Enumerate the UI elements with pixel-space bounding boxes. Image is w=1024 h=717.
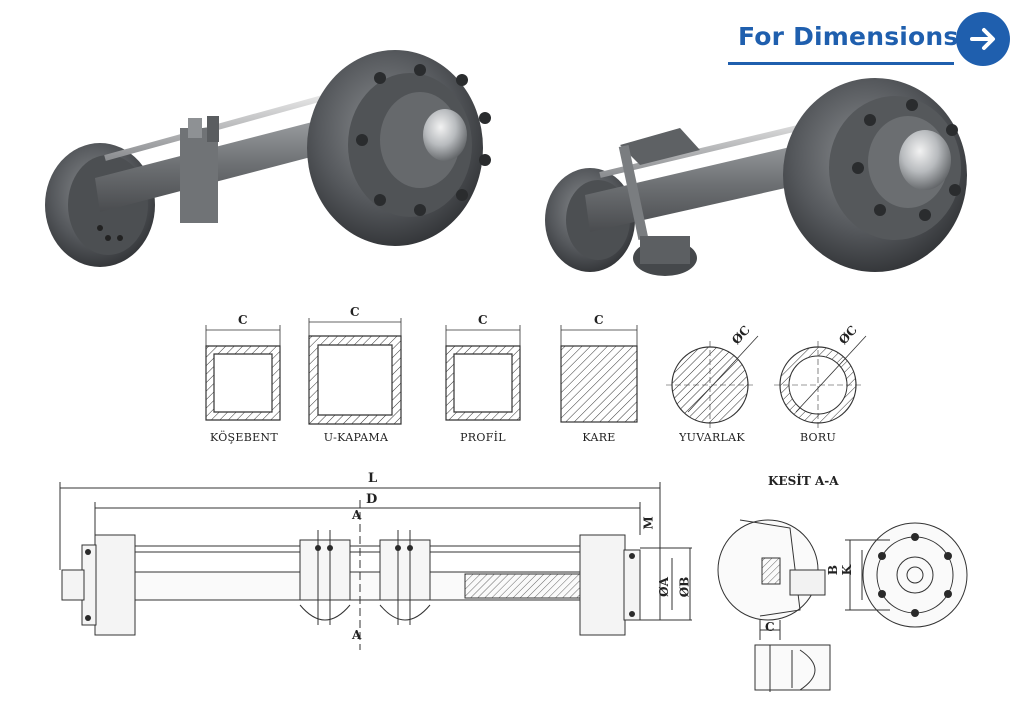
cta-underline xyxy=(728,62,954,65)
dim-label-l: L xyxy=(368,471,378,486)
beam-section-types xyxy=(205,318,867,429)
dim-label-b: B xyxy=(826,564,841,576)
profil-dimension-c: C xyxy=(478,313,488,327)
dim-label-d: D xyxy=(366,492,378,507)
dim-label-dia-b: ØB xyxy=(677,576,692,598)
dim-label-dia-a: ØA xyxy=(656,577,671,597)
section-title: KESİT A-A xyxy=(768,474,839,488)
section-mark-top: A xyxy=(352,508,362,522)
label-u-kapama: U-KAPAMA xyxy=(323,431,389,444)
section-profil xyxy=(445,325,521,421)
dim-label-m: M xyxy=(641,516,656,530)
arrow-right-icon[interactable] xyxy=(956,12,1010,66)
axle-product-render xyxy=(45,50,967,276)
u-kapama-dimension-c: C xyxy=(350,305,360,319)
kosebent-dimension-c: C xyxy=(238,313,248,327)
for-dimensions-label: For Dimensions xyxy=(738,22,959,51)
axle-left xyxy=(45,50,491,267)
dim-label-k: K xyxy=(840,564,855,576)
dim-label-c: C xyxy=(765,620,775,634)
section-mark-bottom: A xyxy=(352,628,362,642)
section-u-kapama xyxy=(308,318,402,425)
section-yuvarlak xyxy=(666,335,759,429)
for-dimensions-link[interactable]: For Dimensions xyxy=(728,12,1014,68)
label-yuvarlak: YUVARLAK xyxy=(679,431,745,444)
section-kosebent xyxy=(205,325,281,421)
section-boru xyxy=(774,335,867,429)
axle-technical-drawing xyxy=(59,482,968,692)
section-kare xyxy=(560,325,638,423)
label-kosebent: KÖŞEBENT xyxy=(210,431,278,444)
axle-right xyxy=(545,78,967,276)
label-boru: BORU xyxy=(799,431,837,444)
kare-dimension-c: C xyxy=(594,313,604,327)
label-profil: PROFİL xyxy=(460,431,506,444)
label-kare: KARE xyxy=(582,431,616,444)
